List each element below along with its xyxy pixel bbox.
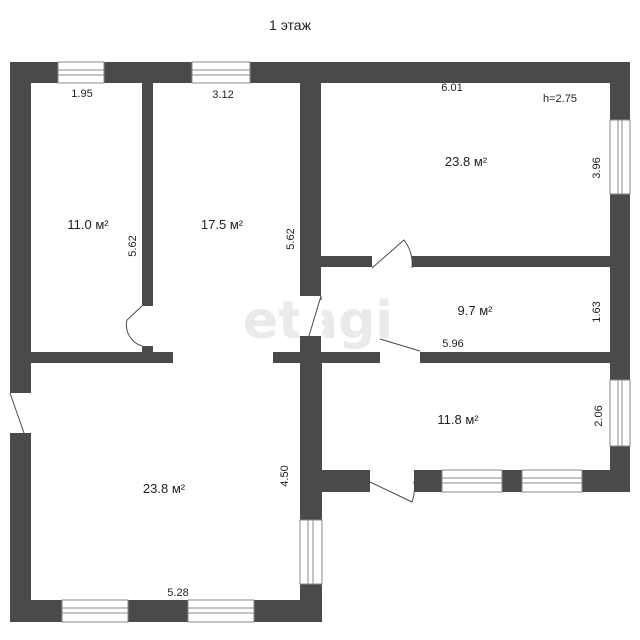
door-gap-room-b: [299, 296, 322, 336]
partition-a-b: [142, 62, 153, 354]
room-f-depth: 4.50: [279, 465, 291, 486]
door-gap-entrance-left: [9, 393, 32, 433]
partition-left-horizontal: [10, 352, 322, 363]
room-e-area: 11.8 м²: [437, 412, 479, 427]
partition-corridor-e: [300, 352, 630, 363]
door-swing-bottom: [369, 480, 415, 503]
room-b-width: 3.12: [212, 89, 233, 101]
room-a-area: 11.0 м²: [67, 217, 109, 232]
door-gap-room-a: [141, 306, 154, 346]
room-e-depth: 2.06: [593, 405, 605, 426]
door-gap-room-c: [372, 255, 412, 268]
door-swings: [9, 239, 421, 503]
window-right-f: [299, 519, 323, 585]
window-bottom-f2: [187, 599, 255, 623]
window-bottom-f1: [61, 599, 129, 623]
room-b-depth: 5.62: [285, 228, 297, 249]
partition-b-c: [300, 62, 321, 356]
openings: [9, 255, 420, 493]
room-c-depth: 3.96: [591, 157, 603, 178]
room-c-area: 23.8 м²: [445, 154, 488, 169]
door-swing-room-e: [379, 338, 421, 352]
window-top-a: [57, 61, 105, 84]
window-bottom-e1: [441, 469, 503, 493]
window-top-b: [191, 61, 251, 84]
room-f-area: 23.8 м²: [143, 481, 186, 496]
window-right-c: [609, 119, 631, 195]
window-bottom-e2: [521, 469, 583, 493]
door-gap-room-e: [380, 351, 420, 364]
room-a-width: 1.95: [71, 88, 92, 100]
opening-b-f: [173, 351, 273, 364]
door-swing-room-c: [371, 239, 413, 269]
door-swing-room-a: [125, 305, 143, 347]
room-f-width: 5.28: [167, 587, 188, 599]
corridor-depth: 1.63: [591, 301, 603, 322]
door-gap-bottom: [370, 469, 414, 493]
room-c-width: 6.01: [441, 82, 462, 94]
window-right-e: [609, 379, 631, 447]
outer-wall-bottom: [10, 600, 322, 622]
room-c-height: h=2.75: [543, 93, 577, 105]
door-swing-room-b: [308, 295, 322, 337]
room-b-area: 17.5 м²: [201, 217, 244, 232]
partition-c-corridor: [300, 256, 630, 267]
corridor-width: 5.96: [442, 338, 463, 350]
door-swing-entrance: [9, 392, 25, 434]
room-a-depth: 5.62: [127, 235, 139, 256]
floor-title: 1 этаж: [269, 17, 312, 33]
outer-wall-left: [10, 62, 31, 622]
windows: [57, 61, 631, 623]
corridor-area: 9.7 м²: [458, 303, 494, 318]
